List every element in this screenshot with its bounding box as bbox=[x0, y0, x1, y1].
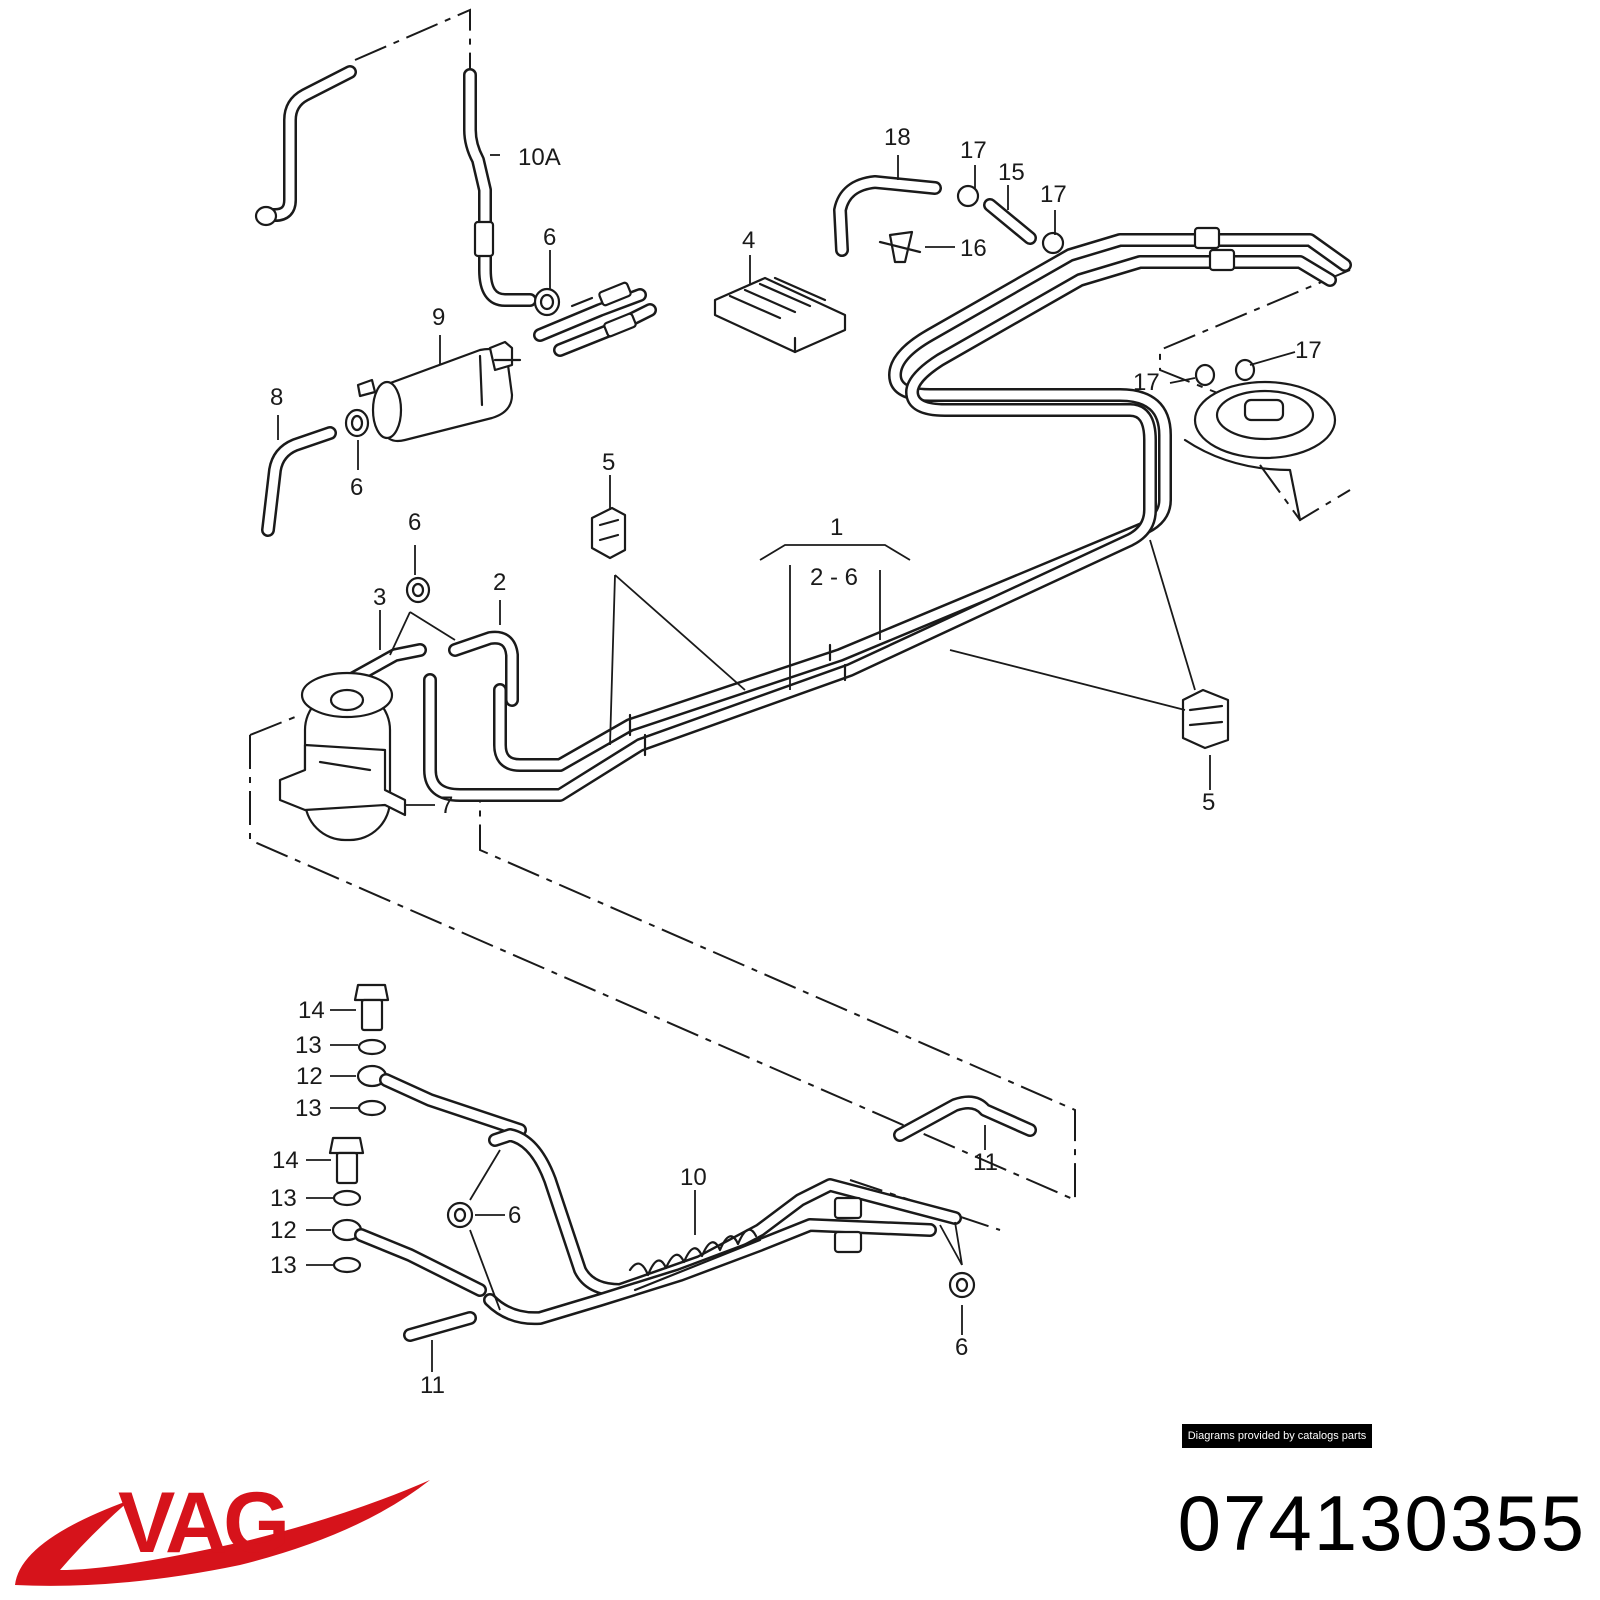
banjo-set-lower bbox=[328, 1136, 487, 1297]
part-9-pump bbox=[356, 340, 522, 443]
callout-17: 17 bbox=[1040, 181, 1067, 208]
hoses-2-3 bbox=[343, 576, 519, 707]
callout-3: 3 bbox=[373, 584, 386, 611]
fuel-filter bbox=[278, 671, 407, 842]
logo-swoosh bbox=[15, 1480, 430, 1586]
callout-13: 13 bbox=[270, 1185, 297, 1212]
clamp-6-lower-left bbox=[446, 1201, 474, 1229]
clamp-6-lower-right bbox=[948, 1271, 976, 1299]
callout-4: 4 bbox=[742, 227, 755, 254]
callout-14: 14 bbox=[272, 1147, 299, 1174]
callout-15: 15 bbox=[998, 159, 1025, 186]
callout-11: 11 bbox=[973, 1149, 998, 1176]
callout-5: 5 bbox=[602, 449, 615, 476]
main-fuel-lines bbox=[423, 226, 1352, 802]
hose-10a bbox=[463, 68, 537, 307]
callout-17: 17 bbox=[1295, 337, 1322, 364]
callout-13: 13 bbox=[295, 1032, 322, 1059]
callout-12: 12 bbox=[270, 1217, 297, 1244]
clamp-6-top bbox=[533, 287, 561, 317]
fuel-connectors-top bbox=[533, 281, 657, 357]
tank-sender-unit bbox=[1183, 358, 1337, 522]
assembly-boundary-lines bbox=[249, 8, 1351, 1231]
logo-text: VAG bbox=[118, 1475, 286, 1571]
callout-5: 5 bbox=[1202, 789, 1215, 816]
callout-11: 11 bbox=[420, 1372, 445, 1399]
callout-17: 17 bbox=[1133, 369, 1160, 396]
callout-12: 12 bbox=[296, 1063, 323, 1090]
callout-10a: 10A bbox=[518, 144, 561, 171]
banjo-set-upper bbox=[353, 983, 527, 1137]
callout-6: 6 bbox=[408, 509, 421, 536]
return-hose-assembly bbox=[833, 175, 1065, 264]
callout-10: 10 bbox=[680, 1164, 707, 1191]
part-4-holder bbox=[713, 276, 847, 354]
holder-5-right bbox=[1181, 688, 1230, 750]
callout-9: 9 bbox=[432, 304, 445, 331]
tube-11-right bbox=[893, 1095, 1037, 1142]
callout-2-6: 2 - 6 bbox=[810, 564, 858, 591]
callout-13: 13 bbox=[295, 1095, 322, 1122]
callout-8: 8 bbox=[270, 384, 283, 411]
callout-2: 2 bbox=[493, 569, 506, 596]
callout-13: 13 bbox=[270, 1252, 297, 1279]
callout-6: 6 bbox=[350, 474, 363, 501]
watermark-label: Diagrams provided by catalogs parts bbox=[1182, 1424, 1372, 1448]
callout-14: 14 bbox=[298, 997, 325, 1024]
callout-7: 7 bbox=[440, 792, 453, 819]
callout-6: 6 bbox=[508, 1202, 521, 1229]
callout-6: 6 bbox=[955, 1334, 968, 1361]
callout-leaders bbox=[277, 154, 1296, 1372]
callout-labels: 10A 6 9 8 6 4 18 17 15 17 16 17 17 5 6 2… bbox=[270, 124, 1322, 1399]
callout-17: 17 bbox=[960, 137, 987, 164]
clamp-6-mid bbox=[344, 408, 370, 438]
callout-6: 6 bbox=[543, 224, 556, 251]
hose-upper-left bbox=[254, 65, 357, 227]
holder-5-top bbox=[590, 506, 627, 560]
callout-16: 16 bbox=[960, 235, 987, 262]
hose-8 bbox=[261, 426, 337, 537]
callout-1: 1 bbox=[830, 514, 843, 541]
vag-logo: VAG bbox=[15, 1475, 430, 1586]
callout-18: 18 bbox=[884, 124, 911, 151]
part-number: 074130355 bbox=[1177, 1479, 1586, 1567]
